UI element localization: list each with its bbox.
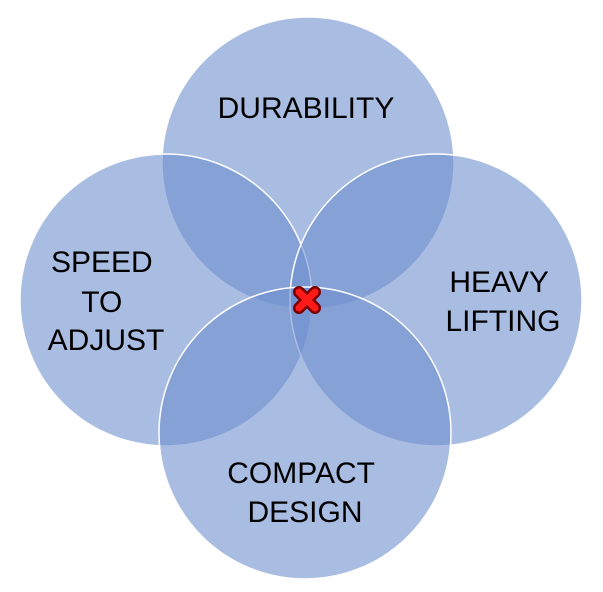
label-heavy-lifting: HEAVY LIFTING: [445, 266, 560, 338]
label-compact-design: COMPACT DESIGN: [227, 457, 383, 529]
circle-compact-design: [158, 286, 452, 580]
label-speed-to-adjust: SPEED TO ADJUST: [48, 246, 165, 357]
red-x-icon: [293, 286, 321, 314]
label-durability: DURABILITY: [218, 92, 395, 125]
